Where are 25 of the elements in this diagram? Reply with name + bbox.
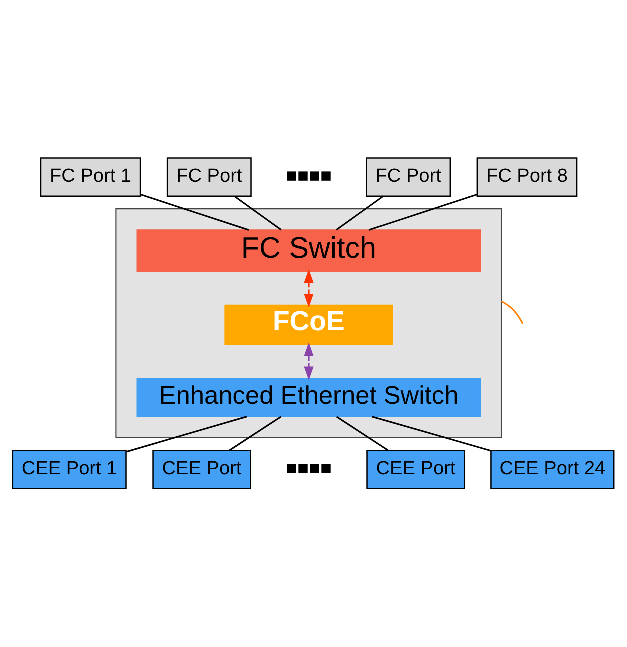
node-box: FC Port	[366, 158, 452, 197]
connector	[126, 416, 248, 453]
node-box: CEE Port	[366, 450, 466, 490]
arrow	[304, 342, 314, 381]
arrow	[304, 269, 314, 308]
connector	[229, 416, 282, 452]
node-box: FC Port 8	[476, 158, 578, 197]
connector	[336, 416, 389, 452]
connector	[501, 300, 524, 324]
node-box: FC Port 1	[40, 158, 142, 197]
node-box: CEE Port 24	[490, 450, 615, 490]
node-box: FCoE	[224, 304, 394, 346]
label: ■■■■	[286, 458, 332, 480]
connector	[234, 196, 282, 231]
node-box: FC Switch	[136, 230, 482, 272]
node-box: Enhanced Ethernet Switch	[136, 378, 482, 418]
node-box: CEE Port 1	[12, 450, 127, 490]
connector	[140, 194, 250, 231]
label: ■■■■	[286, 166, 332, 187]
node-box: CEE Port	[152, 450, 252, 490]
node-box: FC Port	[166, 158, 252, 197]
cluster	[116, 208, 502, 438]
connector	[372, 416, 492, 452]
connector	[336, 196, 384, 231]
connector	[368, 194, 478, 231]
